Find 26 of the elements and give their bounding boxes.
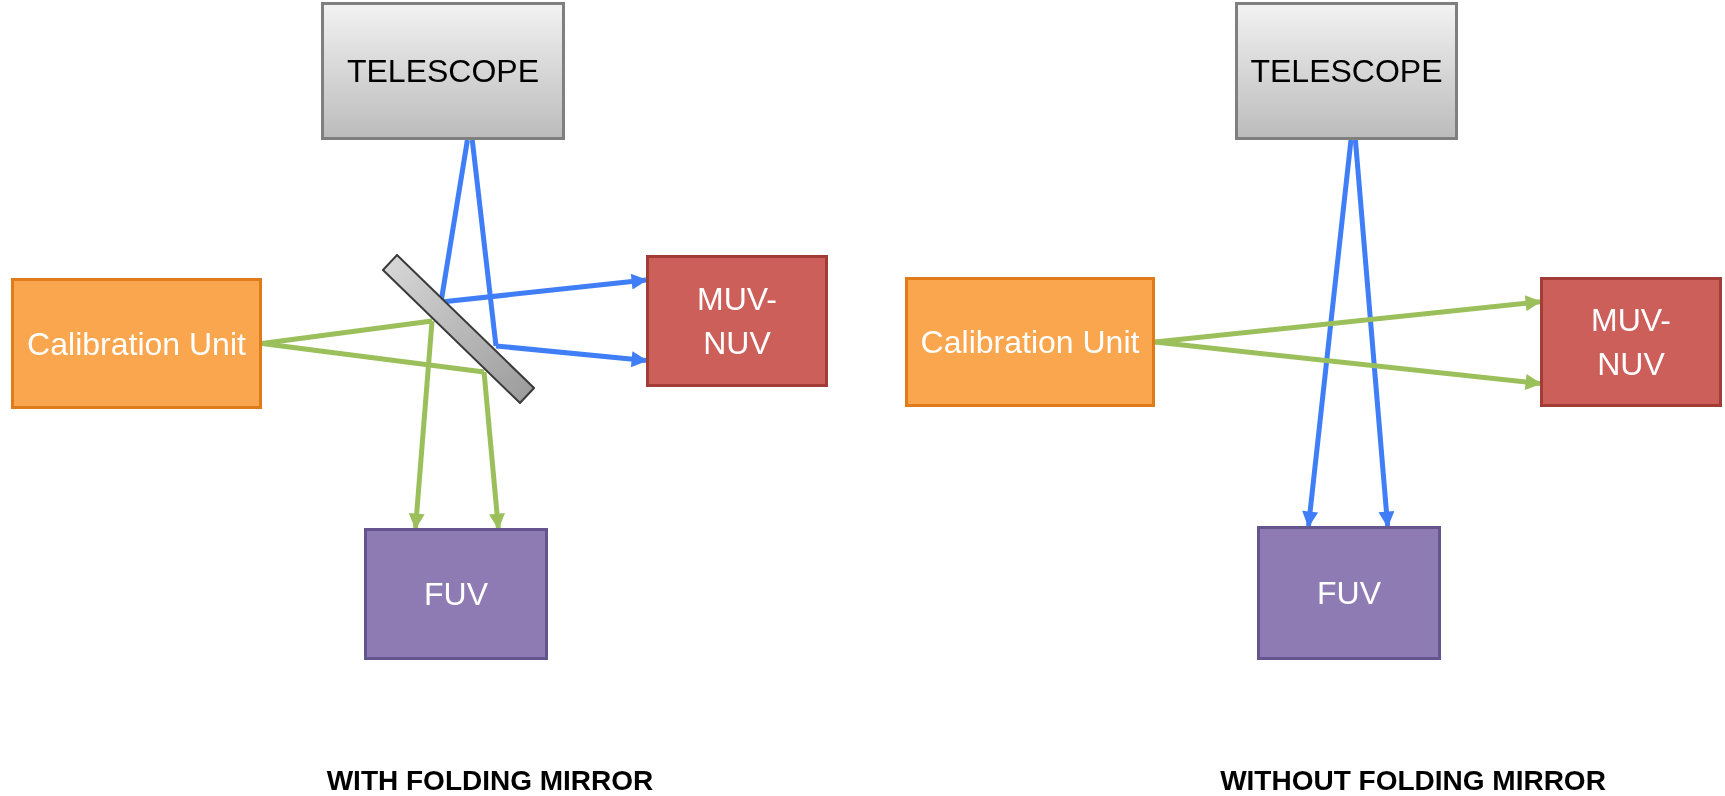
light-ray-arrow — [408, 320, 435, 530]
node-label: Calibration Unit — [27, 324, 246, 364]
calibration-box — [905, 277, 1155, 407]
light-ray-arrow — [495, 343, 648, 368]
telescope-box — [321, 2, 565, 140]
panel-caption: WITHOUT FOLDING MIRROR — [1220, 766, 1606, 796]
detector-box — [364, 528, 548, 660]
panel-caption: WITH FOLDING MIRROR — [326, 766, 654, 796]
light-ray-arrow — [481, 371, 505, 530]
detector-box — [1257, 526, 1441, 660]
light-ray-arrow — [1302, 139, 1354, 528]
node-label: MUV-NUV — [696, 280, 778, 363]
node-label: TELESCOPE — [346, 52, 540, 91]
node-label: TELESCOPE — [1250, 52, 1443, 91]
calibration-box — [11, 278, 262, 409]
light-ray-arrow — [1154, 295, 1542, 345]
telescope-box — [1235, 2, 1458, 140]
light-ray-arrow — [1154, 339, 1542, 390]
node-label: MUV-NUV — [1590, 301, 1672, 384]
light-ray-arrow — [1352, 139, 1395, 528]
detector-box — [1540, 277, 1722, 407]
node-label: Calibration Unit — [920, 323, 1140, 362]
node-label: FUV — [1317, 574, 1381, 613]
node-label: FUV — [424, 575, 488, 614]
folding-mirror — [382, 254, 535, 404]
detector-box — [646, 255, 828, 387]
